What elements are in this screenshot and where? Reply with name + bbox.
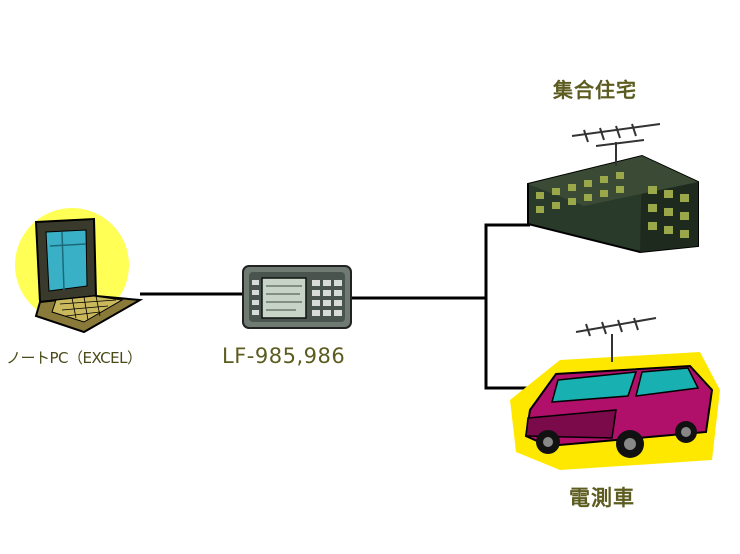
link-hub-branches	[484, 223, 538, 390]
measurement-van-icon	[510, 317, 720, 470]
connection-lines	[140, 223, 538, 390]
apartment-building-icon	[527, 123, 699, 254]
laptop-icon	[15, 208, 144, 334]
vehicle-label: 電測車	[569, 486, 635, 510]
measuring-instrument-icon	[242, 265, 352, 329]
apartment-label: 集合住宅	[553, 78, 637, 102]
laptop-label: ノートPC（EXCEL）	[6, 349, 142, 367]
antenna-icon	[571, 123, 661, 166]
device-label: LF-985,986	[222, 344, 346, 368]
